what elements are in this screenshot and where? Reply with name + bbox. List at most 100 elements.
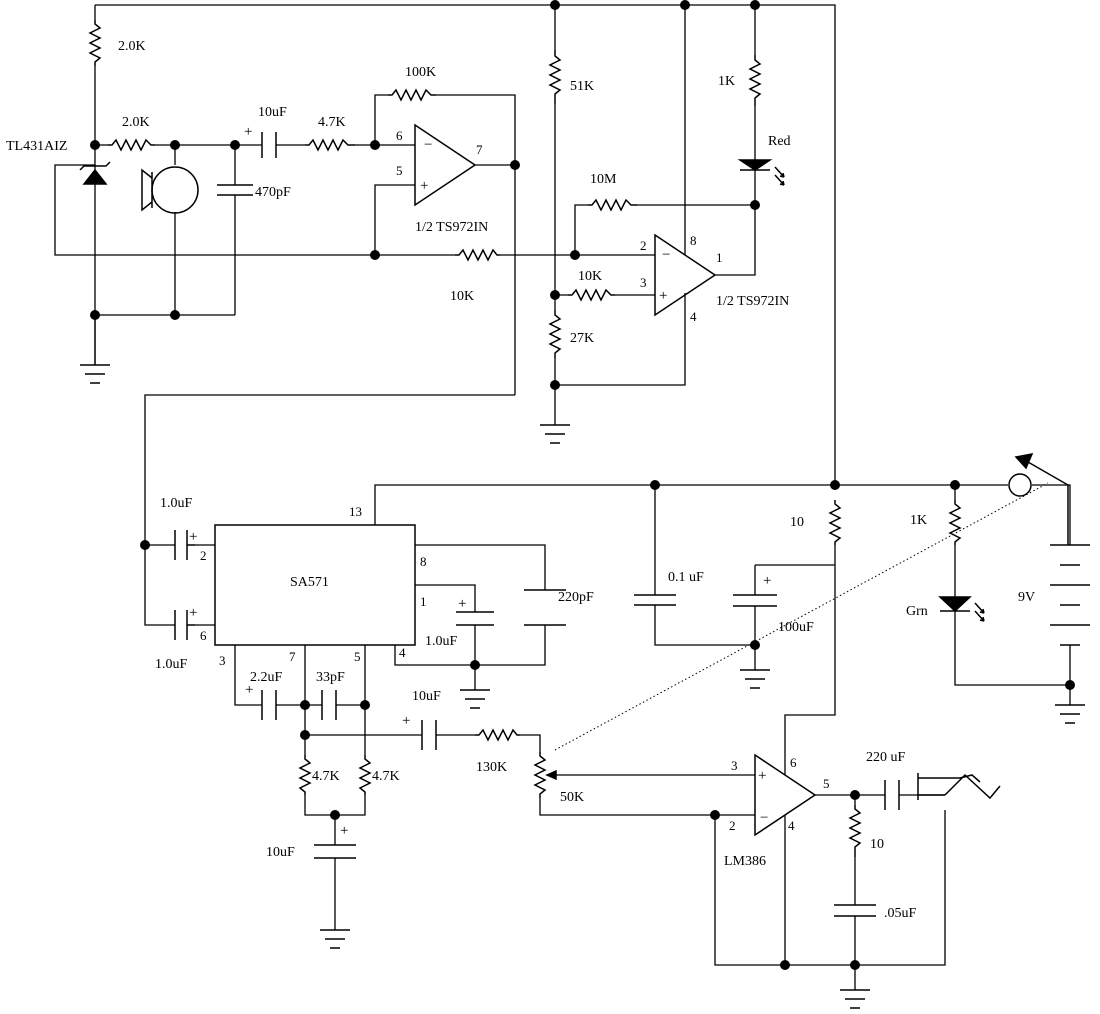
resistor-51k: [548, 50, 562, 104]
output-jack-icon: [917, 773, 1001, 800]
junction-dots: [90, 0, 1075, 970]
label-c-10u-gnd: 10uF: [266, 845, 295, 860]
label-r-1k-grn: 1K: [910, 513, 927, 528]
label-c-1uf-sa: 1.0uF: [425, 634, 458, 649]
label-r-10-zobel: 10: [870, 837, 884, 852]
tl431-reference: [79, 161, 111, 185]
label-r-47-b: 4.7K: [372, 769, 400, 784]
cap-2u2-plus: +: [245, 682, 253, 698]
pin-u1-7: 7: [476, 142, 483, 157]
cap-10uf-out: [421, 720, 437, 750]
pin-sa-4: 4: [399, 645, 406, 660]
wires: [54, 4, 1071, 990]
label-r-130k: 130K: [476, 760, 507, 775]
resistor-2k-top: [88, 20, 102, 66]
label-c-05: .05uF: [884, 906, 917, 921]
resistor-10-zobel: [848, 805, 862, 857]
u1-plus-sign: +: [420, 178, 428, 194]
label-c-sa-in2: 1.0uF: [160, 496, 193, 511]
resistors: [88, 20, 962, 857]
capacitors: [174, 132, 900, 917]
pin-u2-8: 8: [690, 233, 697, 248]
polarity-signs: − + − + + − + + + + + + + +: [189, 124, 771, 839]
resistor-27k: [548, 310, 562, 358]
label-lm386: LM386: [724, 854, 766, 869]
label-c-220u: 220 uF: [866, 750, 906, 765]
pin-sa-7: 7: [289, 649, 296, 664]
lm-plus-sign: +: [758, 768, 766, 784]
resistor-4k7-b: [358, 755, 372, 795]
cap-10uf-gnd: [314, 844, 356, 859]
resistor-4k7-a: [298, 755, 312, 795]
pin-sa-13: 13: [349, 504, 362, 519]
label-r-10k-b: 10K: [578, 269, 602, 284]
label-tl431: TL431AIZ: [6, 139, 67, 154]
cap-01uf: [634, 594, 676, 606]
cap-10uf-in-plus: +: [244, 124, 252, 140]
resistor-1k-led: [748, 55, 762, 106]
pin-lm-2: 2: [729, 818, 736, 833]
label-r-47-a: 4.7K: [312, 769, 340, 784]
led-red-icon: [737, 159, 785, 186]
resistor-10m: [588, 198, 637, 212]
u1-minus-sign: −: [424, 137, 432, 153]
u2-plus-sign: +: [659, 288, 667, 304]
label-c-2u2: 2.2uF: [250, 670, 283, 685]
label-c-01: 0.1 uF: [668, 570, 704, 585]
label-r-ref-top: 2.0K: [118, 39, 146, 54]
resistor-10k-b: [568, 288, 615, 302]
cap-10uf-gnd-plus: +: [340, 823, 348, 839]
battery-9v-icon: [1050, 544, 1090, 646]
label-r-51k: 51K: [570, 79, 594, 94]
cap-470pf: [217, 184, 253, 196]
pin-sa-6: 6: [200, 628, 207, 643]
power-switch-icon: [1008, 453, 1069, 545]
resistor-100k-fb: [388, 88, 436, 102]
pin-lm-5: 5: [823, 776, 830, 791]
ics: [214, 123, 817, 837]
cap-pin2-plus: +: [189, 529, 197, 545]
pot-wiper-arrow: [545, 769, 557, 781]
resistor-1k-grn: [948, 500, 962, 545]
label-battery: 9V: [1018, 590, 1035, 605]
resistor-10k-a: [455, 248, 500, 262]
label-r-10k-a: 10K: [450, 289, 474, 304]
sa571-chip: [214, 524, 416, 646]
pin-u2-1: 1: [716, 250, 723, 265]
cap-10uf-in: [261, 132, 277, 158]
label-c-220p: 220pF: [558, 590, 594, 605]
pin-u1-6: 6: [396, 128, 403, 143]
ground-symbols: [80, 364, 1085, 1009]
opamp-u1: [414, 123, 477, 207]
pin-lm-6: 6: [790, 755, 797, 770]
label-pot-50k: 50K: [560, 790, 584, 805]
label-r-in-1: 4.7K: [318, 115, 346, 130]
cap-100uf-plus: +: [763, 573, 771, 589]
pin-numbers: 6 5 7 2 3 8 1 4 13 2 6 8 1 4 3 7 5 3 2 6…: [200, 128, 830, 833]
pin-lm-3: 3: [731, 758, 738, 773]
pin-sa-1: 1: [420, 594, 427, 609]
label-led-red: Red: [768, 134, 791, 149]
resistor-10-supply: [828, 500, 842, 545]
pin-u1-5: 5: [396, 163, 403, 178]
cap-2u2: [261, 690, 277, 720]
cap-1uf-sa-plus: +: [458, 596, 466, 612]
pin-sa-8: 8: [420, 554, 427, 569]
switch-link-dotted: [554, 482, 1049, 751]
cap-10uf-out-plus: +: [402, 713, 410, 729]
label-r-mic: 2.0K: [122, 115, 150, 130]
resistor-2k-mic: [108, 138, 155, 152]
resistor-130k: [475, 728, 520, 742]
pin-u2-2: 2: [640, 238, 647, 253]
pin-u2-3: 3: [640, 275, 647, 290]
label-c-470: 470pF: [255, 185, 291, 200]
label-r-10-supply: 10: [790, 515, 804, 530]
pin-lm-4: 4: [788, 818, 795, 833]
cap-220uf: [884, 780, 900, 810]
label-c-100u: 100uF: [778, 620, 814, 635]
pin-sa-2: 2: [200, 548, 207, 563]
lm-minus-sign: −: [760, 810, 768, 826]
label-opamp2: 1/2 TS972IN: [716, 294, 789, 309]
label-r-1k-led: 1K: [718, 74, 735, 89]
